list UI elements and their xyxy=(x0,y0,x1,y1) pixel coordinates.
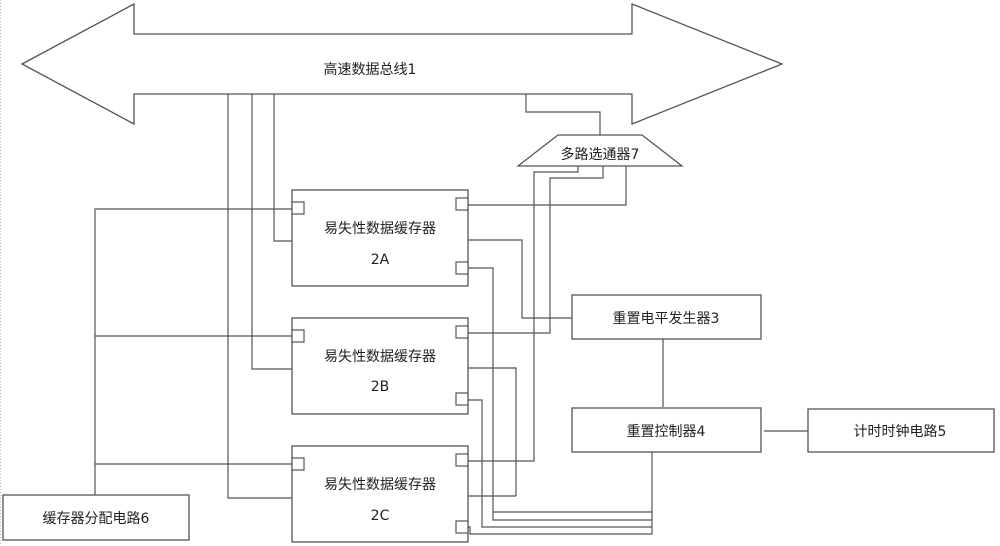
buffer-2a-id: 2A xyxy=(371,252,390,268)
alloc-wires xyxy=(94,208,294,495)
bus-arrow xyxy=(20,2,784,126)
cache-alloc-box xyxy=(2,494,190,541)
bus-label: 高速数据总线1 xyxy=(324,61,417,78)
buffer-2c: 易失性数据缓存器 2C xyxy=(291,445,469,543)
reset-level-generator-label: 重置电平发生器3 xyxy=(613,311,720,327)
bus-wires xyxy=(227,94,601,499)
timer-clock-box xyxy=(807,408,995,453)
buffer-2c-label: 易失性数据缓存器 xyxy=(324,477,436,493)
reset-control-wires xyxy=(468,267,808,535)
buffer-2a-label: 易失性数据缓存器 xyxy=(324,221,436,237)
mux-shape xyxy=(516,134,684,167)
reset-level-wires xyxy=(468,239,572,497)
timer-clock-label: 计时时钟电路5 xyxy=(854,423,947,440)
reset-controller-box xyxy=(571,407,762,453)
reset-controller-label: 重置控制器4 xyxy=(627,424,706,440)
buffer-2b-label: 易失性数据缓存器 xyxy=(324,349,436,365)
buffer-2c-id: 2C xyxy=(371,508,390,524)
buffer-2b-id: 2B xyxy=(371,379,390,395)
reset-level-generator-box xyxy=(571,294,762,340)
buffer-2a: 易失性数据缓存器 2A xyxy=(291,189,469,287)
cache-alloc-label: 缓存器分配电路6 xyxy=(43,511,150,527)
mux-label: 多路选通器7 xyxy=(561,146,640,163)
mux-wires xyxy=(468,166,627,462)
buffer-2b: 易失性数据缓存器 2B xyxy=(291,317,469,415)
